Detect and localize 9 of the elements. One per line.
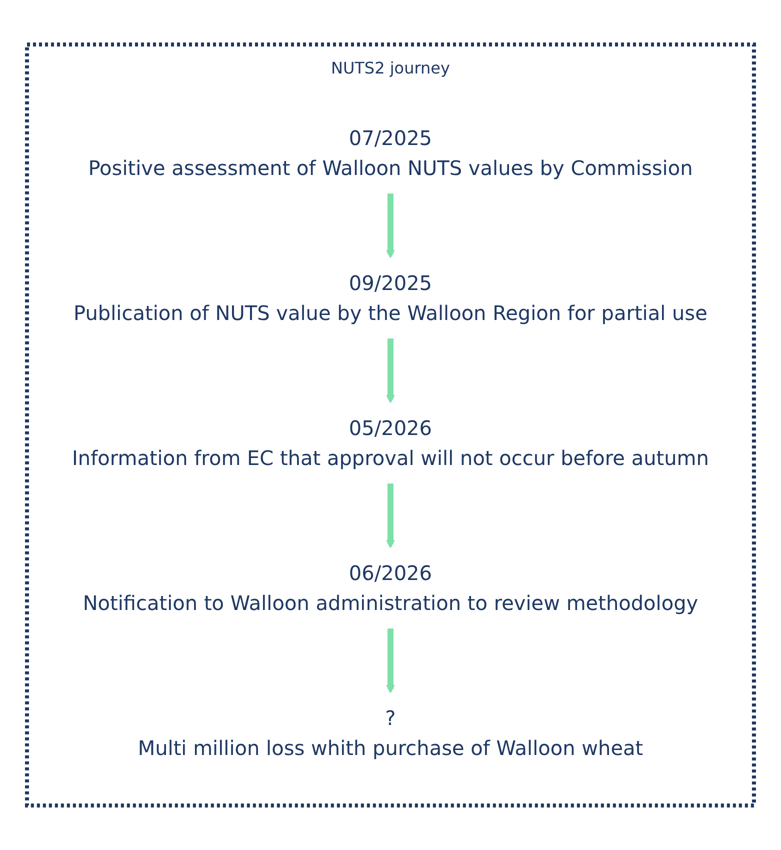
node-text: 06/2026 Notification to Walloon administration to review methodology (82, 561, 698, 615)
arrow (386, 628, 395, 694)
node-text: 05/2026 Information from EC that approval will not occur before autumn (72, 416, 709, 470)
node-text: 07/2025 Positive assessment of Walloon NUTS values by Commission (88, 126, 693, 180)
arrow (386, 338, 395, 404)
node-text: 09/2025 Publication of NUTS value by the Walloon Region for partial use (74, 271, 708, 325)
node-text: ? Multi million loss whith purchase of Walloon wheat (138, 706, 644, 760)
arrow (386, 483, 395, 548)
arrow (386, 193, 395, 258)
